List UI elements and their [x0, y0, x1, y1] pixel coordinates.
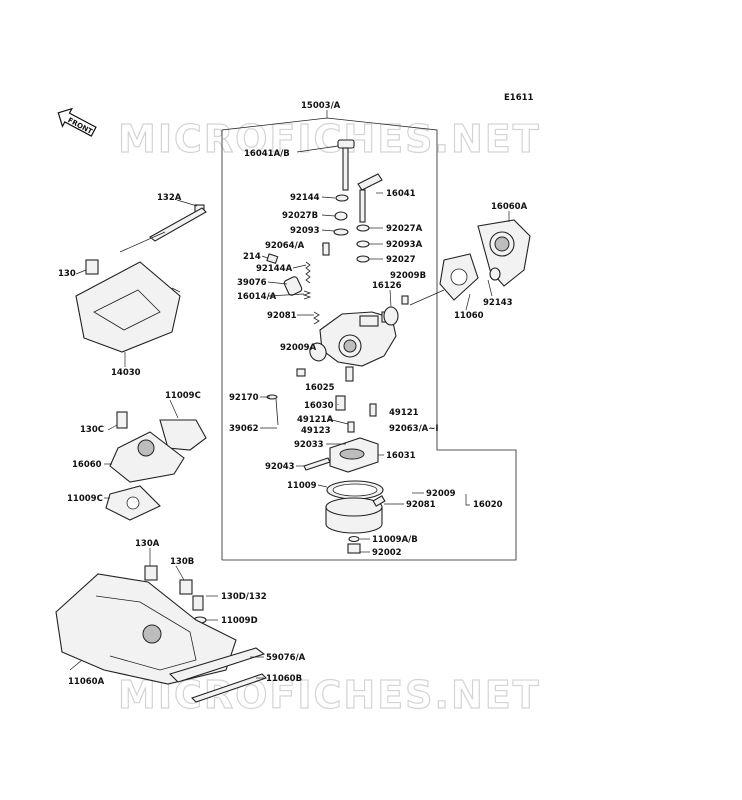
watermark-bottom: MICROFICHES.NET — [118, 673, 541, 717]
label-49121a: 49121A — [297, 415, 334, 425]
label-92081-top: 92081 — [267, 311, 297, 321]
label-11009ab: 11009A/B — [372, 535, 418, 545]
label-214: 214 — [243, 252, 261, 262]
watermark-top: MICROFICHES.NET — [118, 117, 541, 161]
label-11060a: 11060A — [68, 677, 105, 687]
part-labels: 15003/A 16041A/B 16041 92144 92027B 9209… — [58, 101, 528, 687]
label-16060a: 16060A — [491, 202, 528, 212]
gasket-11060 — [409, 253, 479, 306]
label-39076: 39076 — [237, 278, 267, 288]
screw-92009b — [401, 295, 409, 305]
label-92009: 92009 — [426, 489, 456, 499]
diagram-code: E1611 — [504, 93, 534, 103]
label-92009b: 92009B — [390, 271, 426, 281]
carburetor-assembly-frame — [221, 110, 517, 561]
label-130a: 130A — [135, 539, 160, 549]
label-59076a: 59076/A — [266, 653, 306, 663]
label-16060: 16060 — [72, 460, 102, 470]
label-16041: 16041 — [386, 189, 416, 199]
float-bowl — [325, 495, 386, 554]
label-11009: 11009 — [287, 481, 317, 491]
choke-shaft — [357, 173, 383, 223]
label-92033: 92033 — [294, 440, 324, 450]
washers-left — [322, 194, 349, 256]
label-130d: 130D/132 — [221, 592, 267, 602]
label-11009d: 11009D — [221, 616, 258, 626]
label-92064a: 92064/A — [265, 241, 305, 251]
label-92002: 92002 — [372, 548, 402, 558]
label-92027: 92027 — [386, 255, 416, 265]
label-39062: 39062 — [229, 424, 259, 434]
label-16126: 16126 — [372, 281, 402, 291]
intake-16060 — [105, 411, 207, 521]
label-16031: 16031 — [386, 451, 416, 461]
intake-elbow-16060a — [477, 219, 531, 287]
label-11060: 11060 — [454, 311, 484, 321]
label-16014a: 16014/A — [237, 292, 277, 302]
gasket-16025 — [296, 342, 327, 377]
label-11009c-top: 11009C — [165, 391, 201, 401]
label-92093a: 92093A — [386, 240, 423, 250]
label-130: 130 — [58, 269, 76, 279]
label-11009c-bottom: 11009C — [67, 494, 103, 504]
label-92081-bottom: 92081 — [406, 500, 436, 510]
label-92009a: 92009A — [280, 343, 317, 353]
label-92027b: 92027B — [282, 211, 318, 221]
label-132a: 132A — [157, 193, 182, 203]
label-92043: 92043 — [265, 462, 295, 472]
leader-lines — [69, 145, 510, 679]
throttle-shaft — [337, 139, 355, 191]
label-92144a: 92144A — [256, 264, 293, 274]
label-130b: 130B — [170, 557, 194, 567]
float-bowl-gasket — [326, 480, 384, 500]
heat-shield-14030 — [75, 204, 207, 353]
label-92144: 92144 — [290, 193, 320, 203]
label-16030: 16030 — [304, 401, 334, 411]
label-92143: 92143 — [483, 298, 513, 308]
label-11060b: 11060B — [266, 674, 302, 684]
washers-right — [356, 224, 370, 263]
carburetor-body — [319, 311, 397, 367]
label-16020: 16020 — [473, 500, 503, 510]
float — [329, 437, 379, 473]
label-92170: 92170 — [229, 393, 259, 403]
front-arrow-icon: FRONT — [57, 107, 97, 137]
label-49123: 49123 — [301, 426, 331, 436]
plate-16126 — [383, 289, 399, 326]
label-92027a: 92027A — [386, 224, 423, 234]
label-92063: 92063/A~I — [389, 424, 439, 434]
label-49121: 49121 — [389, 408, 419, 418]
label-15003a: 15003/A — [301, 101, 341, 111]
label-14030: 14030 — [111, 368, 141, 378]
label-92093: 92093 — [290, 226, 320, 236]
idle-screw-spring — [261, 253, 311, 284]
jet-needle-parts — [283, 276, 320, 325]
label-16025: 16025 — [305, 383, 335, 393]
label-130c: 130C — [80, 425, 104, 435]
label-16041ab: 16041A/B — [244, 149, 290, 159]
manifold-11060a — [55, 565, 268, 703]
